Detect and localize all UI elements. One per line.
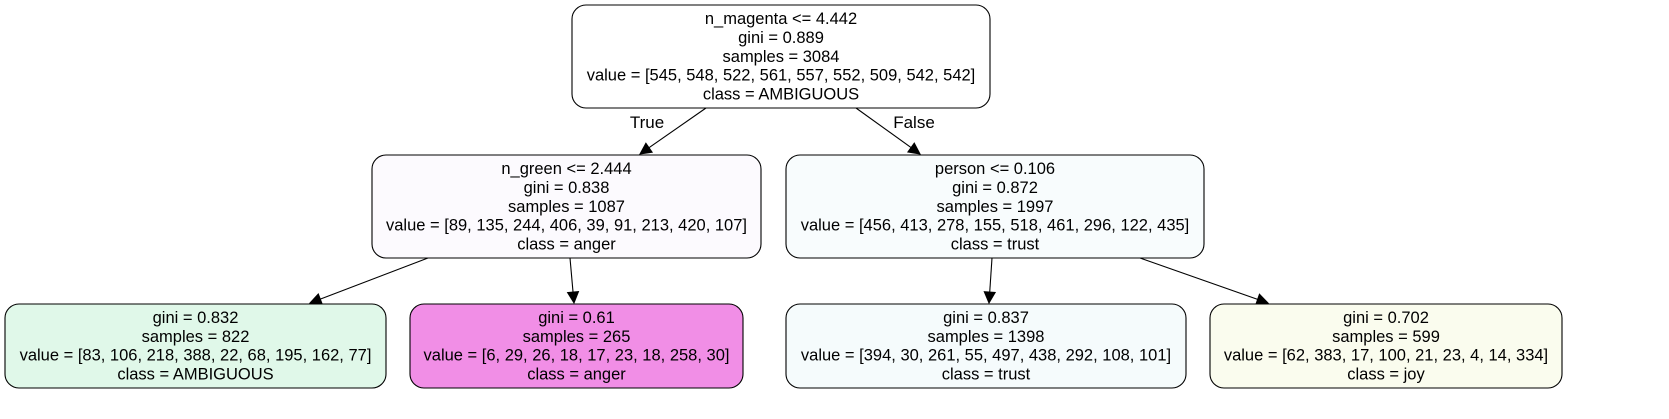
node-text-line: class = joy <box>1347 365 1425 383</box>
node-box <box>4 303 387 389</box>
node-text-line: samples = 1997 <box>937 198 1054 216</box>
edge-arrowhead <box>906 142 921 155</box>
node-text-line: samples = 1398 <box>928 328 1045 346</box>
node-text-line: value = [62, 383, 17, 100, 21, 23, 4, 14… <box>1224 347 1548 365</box>
node-text-line: samples = 822 <box>142 328 250 346</box>
edge-line <box>989 257 993 293</box>
node-box <box>785 154 1205 259</box>
edge-arrowhead <box>983 291 997 305</box>
node-text-line: gini = 0.838 <box>524 179 610 197</box>
tree-edge-root-right: False <box>855 107 935 155</box>
node-box <box>409 303 744 389</box>
tree-edge-root-left: True <box>630 107 707 155</box>
node-text-line: gini = 0.872 <box>952 179 1038 197</box>
node-text-line: class = trust <box>942 365 1031 383</box>
edge-arrowhead <box>1255 293 1270 306</box>
node-text-line: samples = 265 <box>523 328 631 346</box>
node-text-line: n_green <= 2.444 <box>501 160 631 178</box>
node-text-line: gini = 0.837 <box>943 309 1029 327</box>
edge-label-false: False <box>893 113 935 132</box>
node-text-line: n_magenta <= 4.442 <box>705 10 857 28</box>
node-text-line: value = [545, 548, 522, 561, 557, 552, 5… <box>587 67 976 85</box>
node-box <box>785 303 1187 389</box>
edge-arrowhead <box>566 290 580 305</box>
edge-line <box>1139 257 1258 300</box>
node-text-line: class = anger <box>517 235 616 253</box>
tree-edge-right-leaf3 <box>983 257 997 305</box>
node-box <box>371 154 762 259</box>
node-text-line: value = [394, 30, 261, 55, 497, 438, 292… <box>801 347 1171 365</box>
edge-line <box>320 257 429 300</box>
edge-line <box>648 107 707 149</box>
tree-edge-left-leaf1 <box>308 257 429 305</box>
node-text-line: value = [83, 106, 218, 388, 22, 68, 195,… <box>20 347 372 365</box>
node-text-line: gini = 0.832 <box>153 309 239 327</box>
tree-edge-right-leaf4 <box>1139 257 1270 306</box>
node-text-line: gini = 0.889 <box>738 29 824 47</box>
node-box <box>1209 303 1563 389</box>
node-text-line: class = AMBIGUOUS <box>703 85 859 103</box>
node-text-line: value = [89, 135, 244, 406, 39, 91, 213,… <box>386 217 747 235</box>
edge-line <box>569 257 574 293</box>
node-text-line: class = trust <box>951 235 1040 253</box>
edge-line <box>855 107 912 149</box>
node-text-line: value = [6, 29, 26, 18, 17, 23, 18, 258,… <box>424 347 730 365</box>
node-text-line: samples = 3084 <box>723 48 840 66</box>
node-text-line: class = AMBIGUOUS <box>117 365 273 383</box>
edge-arrowhead <box>639 142 654 155</box>
node-text-line: gini = 0.61 <box>538 309 615 327</box>
edge-arrowhead <box>308 293 323 305</box>
node-text-line: samples = 599 <box>1332 328 1440 346</box>
tree-edge-left-leaf2 <box>566 257 580 305</box>
node-text-line: gini = 0.702 <box>1343 309 1429 327</box>
node-text-line: class = anger <box>527 365 626 383</box>
node-text-line: value = [456, 413, 278, 155, 518, 461, 2… <box>801 217 1190 235</box>
node-text-line: samples = 1087 <box>508 198 625 216</box>
node-box <box>571 4 991 109</box>
edge-label-true: True <box>630 113 664 132</box>
node-text-line: person <= 0.106 <box>935 160 1055 178</box>
